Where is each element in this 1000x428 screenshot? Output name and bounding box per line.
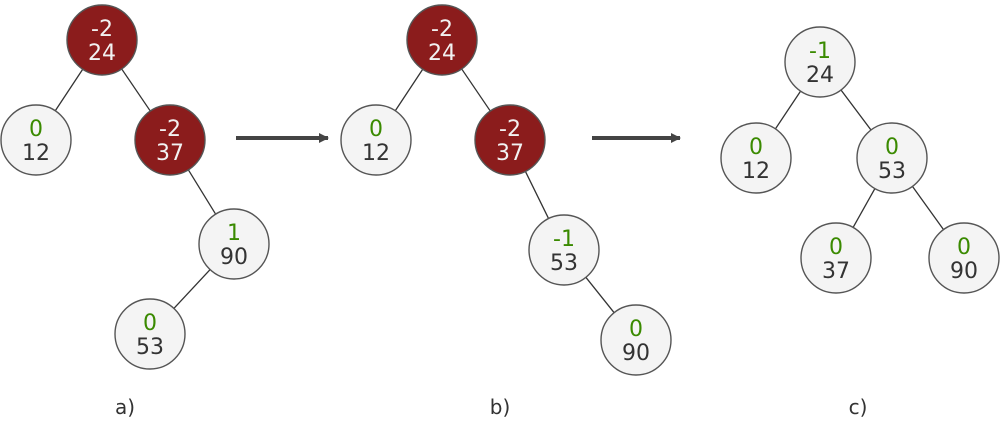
unbalanced-node-circle: [66, 4, 138, 76]
balance-factor: -1: [553, 227, 575, 252]
node-key: 37: [822, 259, 850, 284]
tree-edge: [187, 169, 217, 215]
node-key: 90: [622, 341, 650, 366]
unbalanced-node-circle: [134, 104, 206, 176]
node-circle: [600, 304, 672, 376]
tree-node-12: 012: [340, 104, 412, 176]
unbalanced-node-circle: [474, 104, 546, 176]
balance-factor: -1: [809, 39, 831, 64]
tree-edge: [173, 269, 211, 309]
unbalanced-node-circle: [406, 4, 478, 76]
tree-node-24: -224: [66, 4, 138, 76]
node-circle: [114, 298, 186, 370]
node-key: 12: [362, 141, 390, 166]
tree-edge: [121, 68, 151, 112]
node-circle: [0, 104, 72, 176]
tree-node-24: -124: [784, 26, 856, 98]
tree-edge: [852, 188, 876, 228]
tree-node-90: 190: [198, 208, 270, 280]
node-key: 37: [156, 141, 184, 166]
node-key: 53: [136, 335, 164, 360]
node-key: 53: [878, 159, 906, 184]
panel-caption: b): [490, 395, 511, 419]
node-key: 90: [950, 259, 978, 284]
tree-edge: [774, 90, 802, 130]
balance-factor: 0: [29, 117, 43, 142]
balance-factor: -2: [499, 117, 521, 142]
tree-edge: [585, 276, 615, 314]
node-circle: [720, 122, 792, 194]
balance-factor: 0: [749, 135, 763, 160]
node-circle: [800, 222, 872, 294]
balance-factor: 0: [143, 311, 157, 336]
node-key: 24: [806, 63, 834, 88]
node-circle: [928, 222, 1000, 294]
node-circle: [340, 104, 412, 176]
node-circle: [856, 122, 928, 194]
node-key: 24: [88, 41, 116, 66]
node-key: 12: [22, 141, 50, 166]
balance-factor: 0: [885, 135, 899, 160]
node-circle: [784, 26, 856, 98]
node-key: 12: [742, 159, 770, 184]
tree-node-37: -237: [474, 104, 546, 176]
balance-factor: 1: [227, 221, 241, 246]
tree-node-37: -237: [134, 104, 206, 176]
node-key: 37: [496, 141, 524, 166]
balance-factor: 0: [957, 235, 971, 260]
node-key: 53: [550, 251, 578, 276]
node-circle: [528, 214, 600, 286]
tree-edge: [54, 68, 84, 112]
tree-node-12: 012: [720, 122, 792, 194]
balance-factor: 0: [629, 317, 643, 342]
tree-edge: [461, 68, 491, 112]
tree-node-37: 037: [800, 222, 872, 294]
tree-node-53: 053: [114, 298, 186, 370]
tree-node-90: 090: [600, 304, 672, 376]
tree-edge: [911, 186, 945, 230]
tree-node-24: -224: [406, 4, 478, 76]
tree-edge: [840, 89, 872, 131]
panel-caption: a): [115, 395, 135, 419]
balance-factor: 0: [829, 235, 843, 260]
node-key: 90: [220, 245, 248, 270]
tree-node-90: 090: [928, 222, 1000, 294]
tree-node-12: 012: [0, 104, 72, 176]
balance-factor: -2: [159, 117, 181, 142]
tree-node-53: -153: [528, 214, 600, 286]
balance-factor: 0: [369, 117, 383, 142]
panel-caption: c): [849, 395, 868, 419]
tree-edge: [394, 68, 424, 112]
tree-node-53: 053: [856, 122, 928, 194]
node-circle: [198, 208, 270, 280]
tree-edge: [524, 171, 550, 219]
node-key: 24: [428, 41, 456, 66]
balance-factor: -2: [91, 17, 113, 42]
balance-factor: -2: [431, 17, 453, 42]
